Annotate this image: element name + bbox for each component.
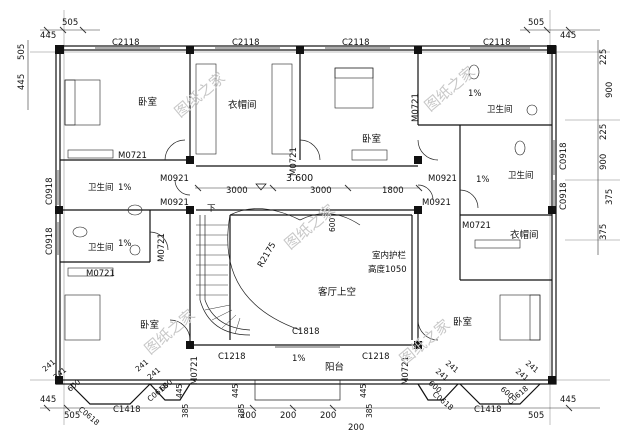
dim-text: 505 bbox=[528, 18, 544, 28]
dim-text: 505 bbox=[17, 44, 27, 60]
dim-text: 445 bbox=[359, 383, 368, 398]
railing-height-label: 高度1050 bbox=[368, 264, 407, 275]
dim-text: 445 bbox=[560, 31, 576, 41]
door-label: M0721 bbox=[462, 221, 491, 231]
door-label: M0721 bbox=[411, 93, 421, 122]
room-label-bath-tr2: 卫生间 bbox=[508, 170, 534, 181]
radius-600-label: 600 bbox=[328, 217, 337, 232]
dim-text: 200 bbox=[320, 411, 336, 421]
door-label: M0721 bbox=[401, 356, 411, 385]
door-swings bbox=[149, 139, 479, 341]
columns bbox=[55, 45, 556, 384]
dim-text: 445 bbox=[560, 395, 576, 405]
room-label-bath-l2: 卫生间 bbox=[88, 242, 114, 253]
window-symbols bbox=[57, 47, 555, 348]
dim-text: 200 bbox=[240, 411, 256, 421]
door-label: M0721 bbox=[157, 233, 167, 262]
dim-text: 241 bbox=[52, 365, 69, 381]
slope-label: 1% bbox=[476, 175, 490, 185]
dim-text: 445 bbox=[175, 383, 184, 398]
door-label: M0921 bbox=[428, 174, 457, 184]
window-label: C1418 bbox=[113, 405, 141, 415]
dim-text: 445 bbox=[40, 31, 56, 41]
elevation-marker bbox=[255, 183, 267, 191]
window-label: C1218 bbox=[362, 352, 390, 362]
door-label: M0721 bbox=[86, 269, 115, 279]
room-label-bedroom-tl: 卧室 bbox=[138, 96, 157, 108]
window-label: C1818 bbox=[292, 327, 320, 337]
room-label-bedroom-br: 卧室 bbox=[453, 316, 472, 328]
window-label: C0918 bbox=[45, 177, 55, 205]
dim-text: 445 bbox=[40, 395, 56, 405]
dim-text: 505 bbox=[62, 18, 78, 28]
dim-text: 900 bbox=[599, 154, 609, 170]
dim-text: 241 bbox=[146, 365, 163, 381]
radius-label: R2175 bbox=[256, 241, 278, 270]
window-label: C1418 bbox=[474, 405, 502, 415]
dim-text: 505 bbox=[64, 411, 80, 421]
slope-label: 1% bbox=[292, 354, 306, 364]
dim-text: 375 bbox=[605, 189, 615, 205]
door-label: M0921 bbox=[422, 198, 451, 208]
window-label: C2118 bbox=[112, 38, 140, 48]
dim-text: 505 bbox=[528, 411, 544, 421]
dim-text: 3000 bbox=[310, 186, 332, 196]
railing-label: 室内护栏 bbox=[372, 250, 407, 261]
window-label: C0918 bbox=[559, 142, 569, 170]
interior-walls bbox=[60, 50, 552, 346]
room-label-bedroom-bl: 卧室 bbox=[140, 319, 159, 331]
room-label-bath-l1: 卫生间 bbox=[88, 182, 114, 193]
dim-text: 200 bbox=[348, 423, 364, 433]
watermark: 图纸之家 bbox=[171, 69, 229, 121]
dim-text: 385 bbox=[237, 403, 246, 418]
dim-text: 3000 bbox=[226, 186, 248, 196]
dim-text: 1800 bbox=[382, 186, 404, 196]
staircase bbox=[196, 208, 361, 336]
stair-down-label: 下 bbox=[207, 204, 216, 214]
slope-label: 1% bbox=[118, 183, 132, 193]
window-label: C2118 bbox=[483, 38, 511, 48]
dim-text: 225 bbox=[599, 49, 609, 65]
dim-text: 385 bbox=[365, 403, 374, 418]
dim-text: 241 bbox=[134, 357, 151, 373]
dimension-lines bbox=[27, 26, 600, 412]
window-label: C0618 bbox=[431, 390, 456, 413]
dim-text: 445 bbox=[17, 74, 27, 90]
dim-text: 375 bbox=[599, 224, 609, 240]
elevation-label: 3.600 bbox=[286, 173, 313, 184]
room-label-closet: 衣帽间 bbox=[228, 99, 257, 111]
door-label: M0721 bbox=[289, 147, 299, 176]
bay-windows bbox=[69, 380, 541, 405]
furniture bbox=[64, 63, 541, 341]
door-label: M0921 bbox=[160, 198, 189, 208]
door-label: M0721 bbox=[190, 356, 200, 385]
window-label: C0918 bbox=[45, 227, 55, 255]
watermark: 图纸之家 bbox=[396, 316, 454, 368]
dim-text: 385 bbox=[181, 403, 190, 418]
dim-text: 200 bbox=[280, 411, 296, 421]
room-label-void: 客厅上空 bbox=[318, 286, 356, 298]
room-label-balcony: 阳台 bbox=[325, 361, 344, 373]
door-label: M0921 bbox=[160, 174, 189, 184]
window-label: C1218 bbox=[218, 352, 246, 362]
window-label: C2118 bbox=[342, 38, 370, 48]
room-label-bath-tr: 卫生间 bbox=[487, 104, 513, 115]
dim-text: 225 bbox=[599, 124, 609, 140]
window-label: C2118 bbox=[232, 38, 260, 48]
room-label-closet-r: 衣帽间 bbox=[510, 229, 539, 241]
dim-text: 445 bbox=[231, 383, 240, 398]
door-label: M0721 bbox=[118, 151, 147, 161]
window-label: C0918 bbox=[559, 182, 569, 210]
slope-label: 1% bbox=[118, 239, 132, 249]
dim-text: 900 bbox=[605, 82, 615, 98]
slope-label: 1% bbox=[468, 89, 482, 99]
room-label-bedroom-tc: 卧室 bbox=[362, 133, 381, 145]
